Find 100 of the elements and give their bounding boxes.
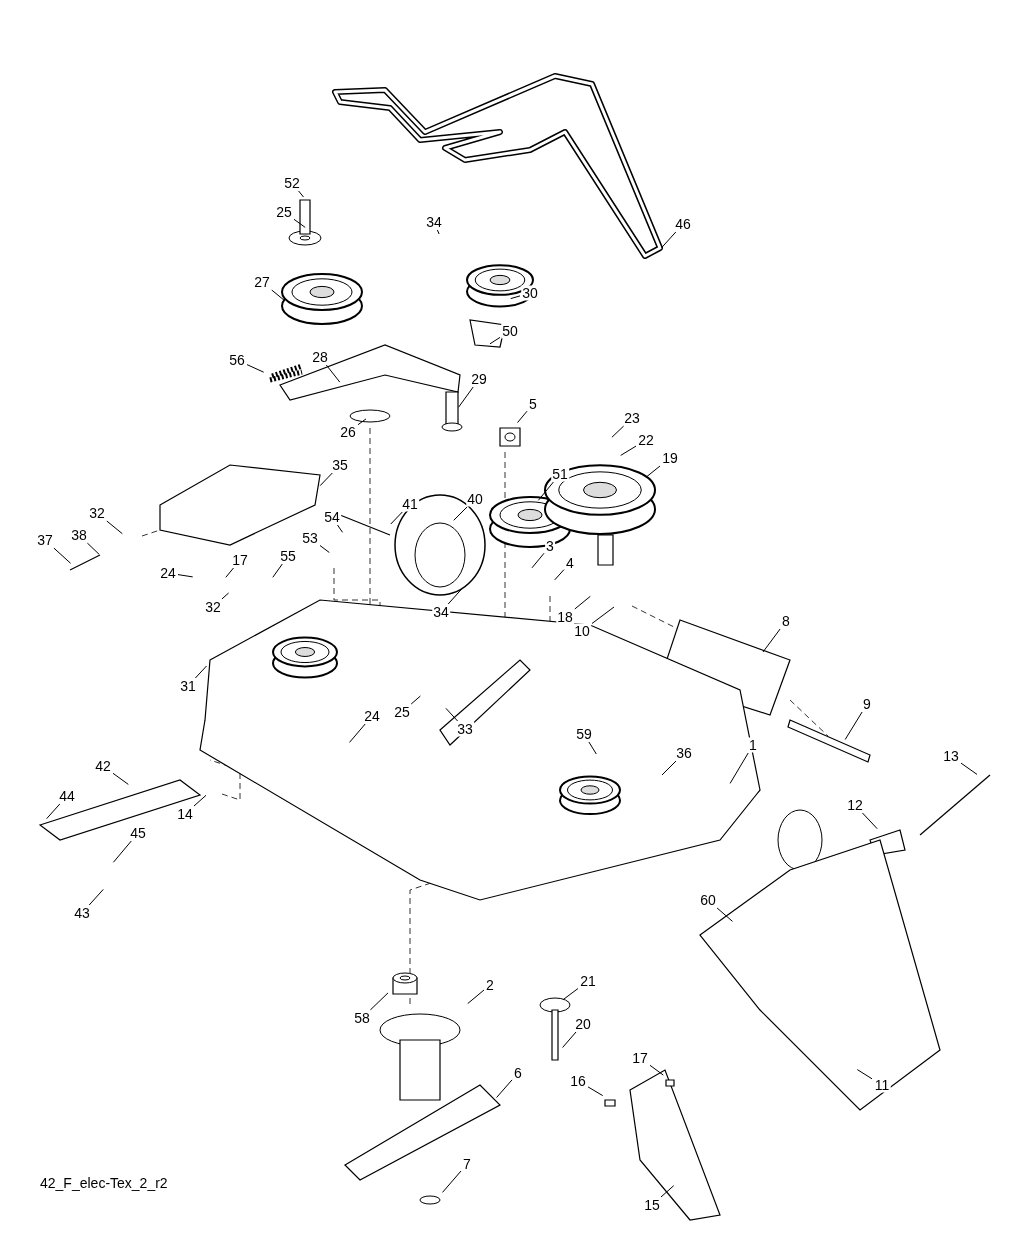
leader-line xyxy=(856,1069,873,1080)
callout-number: 22 xyxy=(637,432,655,448)
callout-number: 37 xyxy=(36,532,54,548)
leader-line xyxy=(225,567,234,578)
callout-number: 60 xyxy=(699,892,717,908)
leader-line xyxy=(112,772,129,785)
callout-number: 25 xyxy=(393,704,411,720)
callout-number: 40 xyxy=(466,491,484,507)
leader-line xyxy=(436,229,440,235)
leader-line xyxy=(661,231,677,249)
callout-number: 46 xyxy=(674,216,692,232)
callout-number: 12 xyxy=(846,797,864,813)
callout-number: 30 xyxy=(521,285,539,301)
leader-line xyxy=(620,445,637,456)
callout-number: 8 xyxy=(781,613,791,629)
leader-line xyxy=(221,592,230,600)
leader-line xyxy=(319,472,333,487)
callout-number: 19 xyxy=(661,450,679,466)
leader-line xyxy=(453,506,468,521)
callout-number: 21 xyxy=(579,973,597,989)
callout-number: 31 xyxy=(179,678,197,694)
callout-number: 56 xyxy=(228,352,246,368)
callout-number: 23 xyxy=(623,410,641,426)
leader-line xyxy=(458,386,474,408)
leader-line xyxy=(390,511,403,525)
leader-line xyxy=(496,1079,513,1098)
callout-number: 7 xyxy=(462,1156,472,1172)
callout-number: 51 xyxy=(551,466,569,482)
callout-number: 45 xyxy=(129,825,147,841)
leader-line xyxy=(537,481,554,501)
leader-line xyxy=(489,336,501,345)
callout-number: 36 xyxy=(675,745,693,761)
leader-line xyxy=(611,425,625,438)
callout-number: 34 xyxy=(432,604,450,620)
callout-number: 24 xyxy=(159,565,177,581)
callout-number: 50 xyxy=(501,323,519,339)
callout-number: 44 xyxy=(58,788,76,804)
leader-line xyxy=(112,840,132,863)
drawing-code: 42_F_elec-Tex_2_r2 xyxy=(40,1175,168,1191)
callout-number: 53 xyxy=(301,530,319,546)
leader-line xyxy=(177,574,194,578)
callout-number: 59 xyxy=(575,726,593,742)
callout-number: 42 xyxy=(94,758,112,774)
leader-line xyxy=(554,569,565,581)
leader-line xyxy=(106,520,123,535)
leader-line xyxy=(325,364,341,383)
callout-number: 16 xyxy=(569,1073,587,1089)
leader-line xyxy=(445,707,459,722)
leader-line xyxy=(562,988,579,1000)
callout-number: 58 xyxy=(353,1010,371,1026)
leader-line xyxy=(272,563,283,578)
leader-line xyxy=(531,552,545,569)
leader-line xyxy=(844,711,863,740)
leader-line xyxy=(349,723,366,743)
callout-number: 43 xyxy=(73,905,91,921)
leader-line xyxy=(193,794,207,807)
callout-number: 32 xyxy=(88,505,106,521)
callout-number: 20 xyxy=(574,1016,592,1032)
callout-number: 5 xyxy=(528,396,538,412)
callout-number: 29 xyxy=(470,371,488,387)
leader-line xyxy=(319,545,330,553)
callout-number: 18 xyxy=(556,609,574,625)
callout-number: 35 xyxy=(331,457,349,473)
leader-line xyxy=(357,418,367,426)
callout-number: 33 xyxy=(456,721,474,737)
leader-line xyxy=(410,695,421,705)
leader-line xyxy=(574,595,591,610)
leader-line xyxy=(762,628,781,653)
callout-number: 24 xyxy=(363,708,381,724)
leader-line xyxy=(591,606,615,624)
callout-number: 41 xyxy=(401,496,419,512)
callout-number: 11 xyxy=(873,1077,891,1093)
leader-line xyxy=(587,1086,604,1097)
leader-line xyxy=(194,665,207,679)
leader-line xyxy=(729,752,749,784)
callout-number: 17 xyxy=(231,552,249,568)
leader-line xyxy=(293,218,306,228)
leader-line xyxy=(442,1170,462,1193)
callout-number: 6 xyxy=(513,1065,523,1081)
leader-line xyxy=(660,1185,675,1198)
callout-number: 2 xyxy=(485,977,495,993)
leader-line xyxy=(562,1031,577,1048)
callout-number: 4 xyxy=(565,555,575,571)
callout-number: 10 xyxy=(573,623,591,639)
leader-line xyxy=(862,812,878,830)
leader-line xyxy=(53,547,72,564)
callout-number: 9 xyxy=(862,696,872,712)
leader-line xyxy=(271,289,285,301)
callout-number: 52 xyxy=(283,175,301,191)
leader-line xyxy=(649,1064,664,1076)
leader-line xyxy=(86,542,100,555)
callout-number: 3 xyxy=(545,538,555,554)
callout-number: 32 xyxy=(204,599,222,615)
callout-number: 55 xyxy=(279,548,297,564)
callout-number: 28 xyxy=(311,349,329,365)
callout-number: 1 xyxy=(748,737,758,753)
leader-line xyxy=(646,465,661,478)
leader-line xyxy=(716,907,733,922)
leader-line xyxy=(517,410,528,424)
callout-number: 17 xyxy=(631,1050,649,1066)
